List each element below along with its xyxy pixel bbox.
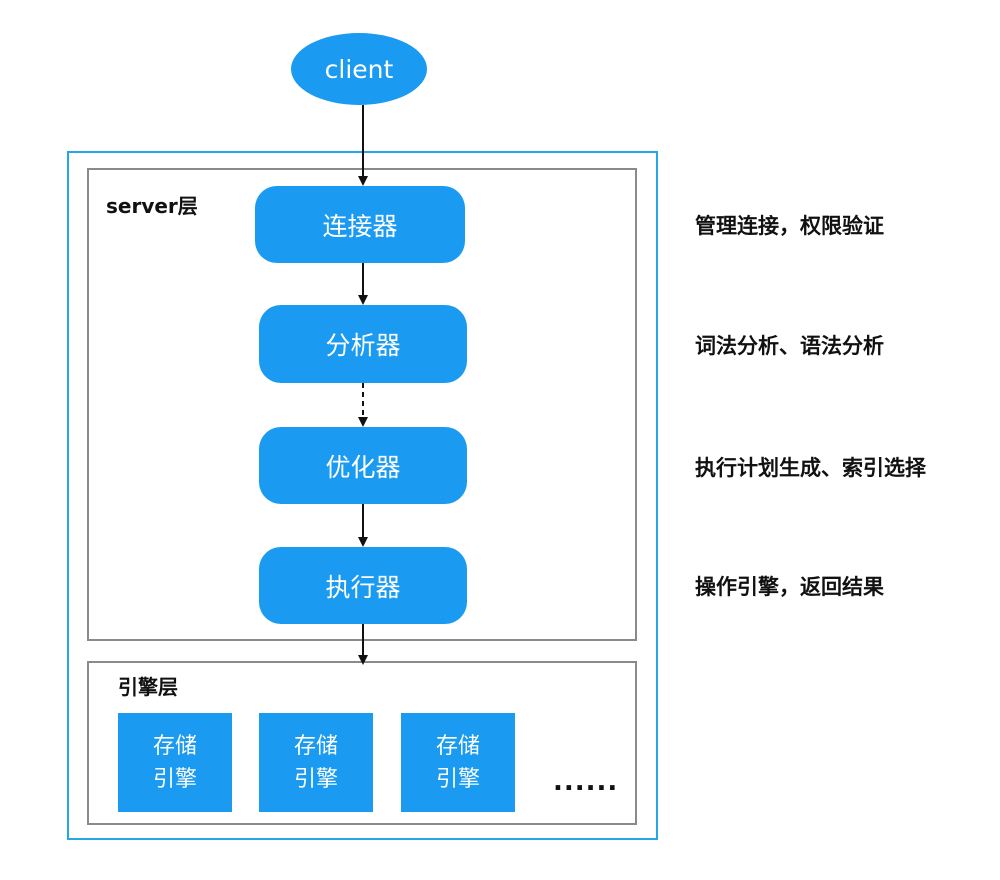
connector-node: 连接器	[255, 186, 465, 263]
analyzer-description: 词法分析、语法分析	[695, 334, 884, 358]
storage-engine-line1: 存储	[435, 733, 480, 759]
more-engines-ellipsis: ......	[553, 767, 619, 797]
storage-engine-line2: 引擎	[293, 766, 338, 792]
storage-engine-line1: 存储	[152, 733, 197, 759]
storage-engine-line1: 存储	[293, 733, 338, 759]
connector-label: 连接器	[322, 211, 398, 241]
connector-description: 管理连接，权限验证	[695, 214, 884, 238]
storage-engine-block: 存储 引擎	[401, 713, 515, 812]
analyzer-label: 分析器	[325, 331, 401, 360]
optimizer-description: 执行计划生成、索引选择	[695, 456, 926, 480]
optimizer-label: 优化器	[325, 452, 401, 482]
server-layer-label: server层	[106, 194, 198, 218]
executor-description: 操作引擎，返回结果	[695, 575, 884, 599]
analyzer-node: 分析器	[259, 305, 467, 383]
client-node: client	[291, 33, 427, 105]
storage-engine-block: 存储 引擎	[118, 713, 232, 812]
executor-label: 执行器	[325, 572, 401, 602]
optimizer-node: 优化器	[259, 427, 467, 504]
client-label: client	[324, 54, 394, 84]
engine-layer-label: 引擎层	[118, 675, 178, 699]
storage-engine-block: 存储 引擎	[259, 713, 373, 812]
storage-engine-line2: 引擎	[152, 766, 197, 792]
executor-node: 执行器	[259, 547, 467, 624]
storage-engine-line2: 引擎	[435, 766, 480, 792]
